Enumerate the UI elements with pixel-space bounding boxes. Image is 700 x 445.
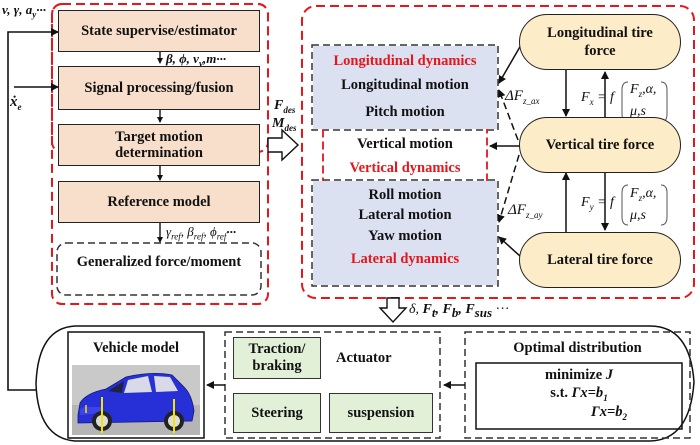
dynamics-frame	[301, 5, 695, 299]
reference-signals: γref, βref, ϕref···	[166, 224, 237, 242]
objective-line: minimize J	[544, 367, 614, 383]
signal-processing-block: Signal processing/fusion	[58, 66, 260, 110]
fx-args-line1: Fz,α,	[630, 82, 657, 99]
actuator-label: Actuator	[336, 350, 392, 366]
suspension-block: suspension	[329, 393, 433, 433]
yaw-motion-label: Yaw motion	[368, 228, 442, 244]
bottom-capsule	[35, 325, 695, 442]
feedback-line	[7, 28, 59, 391]
lateral-dynamics-label: Lateral dynamics	[350, 251, 460, 267]
longitudinal-dynamics-label: Longitudinal dynamics	[333, 53, 477, 69]
generalized-force-label: Generalized force/moment	[76, 254, 242, 270]
f-des-label: Fdes	[274, 98, 296, 115]
estimated-signals: β, ϕ, vy,m···	[166, 51, 227, 69]
constraint-line-2: Γx=b2	[590, 404, 628, 422]
generalized-box	[56, 242, 262, 296]
traction-braking-block: Traction/ braking	[233, 337, 321, 379]
vehicle-model-label: Vehicle model	[92, 340, 180, 356]
input-xe: ẋe	[10, 94, 22, 112]
delta-fz-ax-label: ΔFz_ax	[505, 88, 540, 106]
actuator-commands: δ, Ft, Fb, Fsus ···	[409, 302, 510, 320]
vertical-tire-force: Vertical tire force	[519, 117, 681, 173]
longitudinal-tire-force: Longitudinal tire force	[519, 14, 681, 70]
vertical-dynamics-label: Vertical dynamics	[349, 160, 461, 176]
lateral-box	[313, 181, 497, 285]
longitudinal-box	[313, 46, 497, 129]
delta-fz-ay-label: ΔFz_ay	[508, 202, 543, 220]
vertical-motion-label: Vertical motion	[357, 136, 453, 152]
input-top-signals: v, γ, ay···	[2, 2, 46, 20]
m-des-label: Mdes	[272, 116, 297, 133]
fx-equation: Fx = f	[581, 90, 614, 107]
fy-args-line2: μ,s	[630, 208, 646, 223]
state-estimator-block: State supervise/estimator	[58, 10, 260, 52]
estimation-frame-full	[51, 3, 269, 305]
fx-args-line2: μ,s	[630, 104, 646, 119]
target-motion-block: Target motion determination	[58, 124, 260, 166]
optimal-distribution-label: Optimal distribution	[513, 340, 642, 356]
lateral-motion-label: Lateral motion	[358, 207, 452, 223]
transfer-arrow	[267, 128, 300, 162]
pitch-motion-label: Pitch motion	[365, 104, 445, 120]
steering-block: Steering	[233, 393, 321, 433]
roll-motion-label: Roll motion	[368, 187, 442, 203]
fy-args-line1: Fz,α,	[630, 186, 657, 203]
vehicle-image	[72, 365, 200, 435]
command-arrow	[378, 297, 408, 324]
fy-equation: Fy = f	[581, 195, 614, 212]
constraint-line-1: s.t. Γx=b1	[550, 385, 608, 403]
reference-model-block: Reference model	[58, 181, 260, 223]
lateral-tire-force: Lateral tire force	[519, 232, 681, 288]
longitudinal-motion-label: Longitudinal motion	[341, 77, 469, 93]
